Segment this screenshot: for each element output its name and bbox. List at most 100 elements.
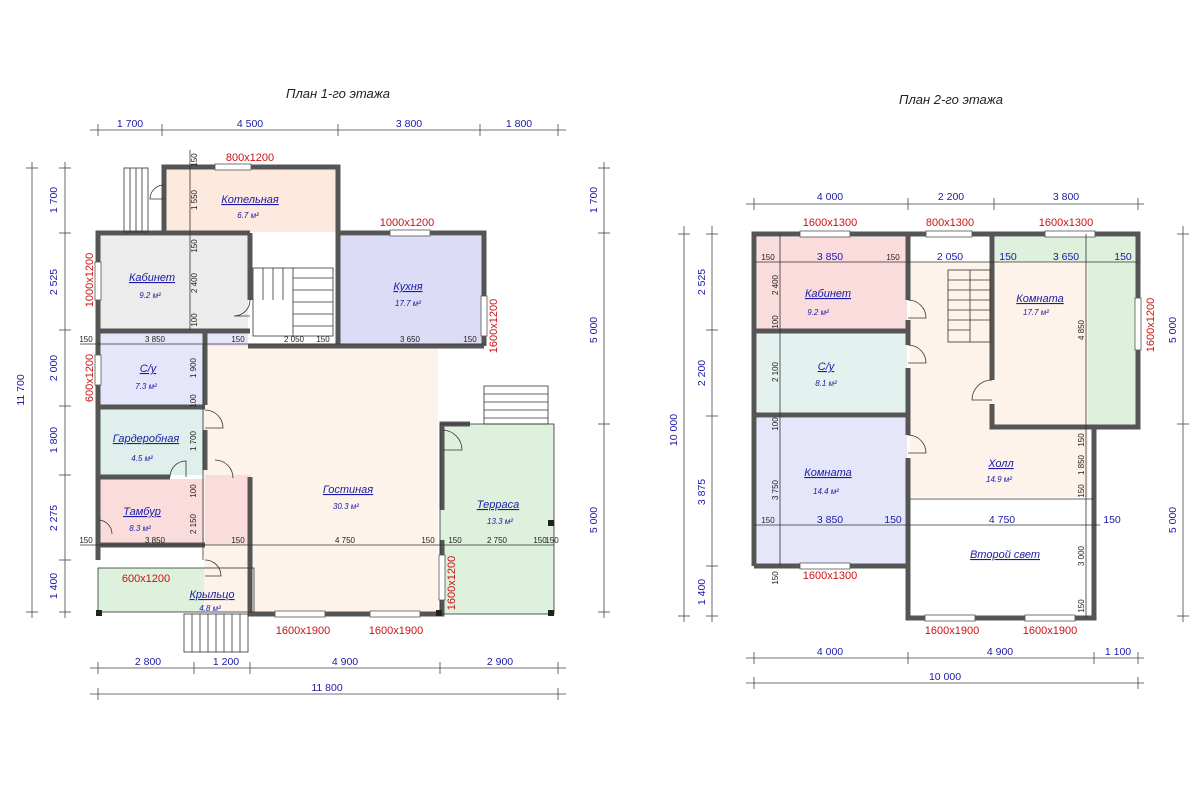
plan1-left-dim-3: 2 000 [48, 355, 60, 381]
plan2-bottom-dim-2: 4 900 [987, 646, 1013, 658]
plan1-right-dim-2: 5 000 [588, 317, 600, 343]
plan2-inner-dim-1: 150 [761, 253, 775, 262]
plan1-area-gostinaya: 30.3 м² [333, 502, 359, 511]
plan1-area-terrasa: 13.3 м² [487, 517, 513, 526]
plan1-inner-dim-19: 3 850 [145, 536, 166, 545]
plan2-inner-dim-16: 150 [884, 514, 902, 526]
plan2-inner-dim-6: 3 650 [1053, 251, 1079, 263]
plan2-inner-dim-8: 2 400 [771, 274, 780, 295]
plan2-inner-dim-5: 150 [999, 251, 1017, 263]
plan1-window-label-5: 600x1200 [84, 354, 96, 402]
plan1-bottom-dim-2: 1 200 [213, 656, 239, 668]
plan1-inner-dim-6: 3 850 [145, 335, 166, 344]
plan2-area-kabinet: 9.2 м² [807, 308, 829, 317]
plan2-area-komnata-2: 14.4 м² [813, 487, 839, 496]
plan1-inner-dim-21: 4 750 [335, 536, 356, 545]
plan2-room-kabinet: Кабинет [805, 288, 851, 300]
plan1-room-labels: Котельная 6.7 м² Кабинет 9.2 м² Кухня 17… [113, 194, 519, 613]
plan1-bottom-total: 11 800 [311, 682, 342, 694]
plan1-area-garderobnaya: 4.5 м² [131, 454, 153, 463]
plan2-inner-dim-18: 150 [1103, 514, 1121, 526]
plan2-bottom-dim-3: 1 100 [1105, 646, 1131, 658]
plan1-window-label-9: 1600x1900 [369, 625, 423, 637]
plan1-inner-dim-17: 2 150 [189, 513, 198, 534]
plan2-window-label-7: 1600x1900 [1023, 625, 1077, 637]
plan1-window-label-2: 1000x1200 [380, 217, 434, 229]
plan1-entry-stairs [123, 167, 549, 653]
plan2-inner-dim-19: 150 [1077, 433, 1086, 447]
plan2-right-dim-1: 5 000 [1167, 317, 1179, 343]
plan1-window-label-8: 1600x1900 [276, 625, 330, 637]
plan2-inner-dim-12: 4 850 [1077, 319, 1086, 340]
plan2-doors [907, 299, 993, 454]
plan2-left-dim-3: 3 875 [696, 479, 708, 505]
plan2-inner-dimensions: 150 3 850 150 2 050 150 3 650 150 2 400 … [754, 234, 1138, 618]
plan1-window-label-6: 600x1200 [122, 573, 170, 585]
plan1-right-dimension: 1 700 5 000 5 000 [588, 162, 610, 618]
plan2-inner-dim-24: 150 [771, 571, 780, 585]
plan1-window-label-3: 1000x1200 [84, 253, 96, 307]
plan1-area-tambur: 8.3 м² [129, 524, 151, 533]
plan2-window-label-1: 1600x1300 [803, 217, 857, 229]
plan1-room-kabinet: Кабинет [129, 272, 175, 284]
plan1-room-garderobnaya: Гардеробная [113, 433, 180, 445]
plan1-inner-dim-18: 150 [79, 536, 93, 545]
plan2-left-dimension: 2 525 2 200 3 875 1 400 10 000 [668, 226, 718, 622]
plan2-inner-dim-7: 150 [1114, 251, 1132, 263]
plan1-inner-dim-26: 150 [545, 536, 559, 545]
plan2-window-label-3: 1600x1300 [1039, 217, 1093, 229]
plan2-top-dim-2: 2 200 [938, 191, 964, 203]
plan2-inner-dim-11: 100 [771, 417, 780, 431]
plan1-inner-dim-11: 3 650 [400, 335, 421, 344]
plan1-inner-dim-24: 150 [533, 536, 547, 545]
plan2-room-vtoroy-svet: Второй свет [970, 549, 1040, 561]
plan2-inner-dim-21: 150 [1077, 484, 1086, 498]
plan1-left-dimension: 1 700 2 525 2 000 1 800 2 275 1 400 11 7… [15, 162, 71, 618]
plan2-inner-dim-13: 3 750 [771, 479, 780, 500]
plan1-left-total: 11 700 [15, 374, 27, 405]
plan1-inner-dim-5: 100 [190, 313, 199, 327]
plan2-bottom-dimension: 4 000 4 900 1 100 10 000 [746, 646, 1144, 689]
plan2-top-dimension: 4 000 2 200 3 800 [746, 191, 1144, 210]
plan2-left-dim-2: 2 200 [696, 360, 708, 386]
plan1-window-label-1: 800x1200 [226, 152, 274, 164]
plan1-inner-dim-20: 150 [231, 536, 245, 545]
plan1-inner-dim-1: 150 [190, 153, 199, 167]
plan2-inner-dim-17: 4 750 [989, 514, 1015, 526]
plan1-inner-dim-25: 150 [448, 536, 462, 545]
plan1-inner-dim-12: 150 [463, 335, 477, 344]
plan1-inner-dim-4: 2 400 [190, 272, 199, 293]
plan1-area-kabinet: 9.2 м² [139, 291, 161, 300]
plan1-top-dim-2: 4 500 [237, 118, 263, 130]
plan2-window-label-4: 1600x1200 [1145, 298, 1157, 352]
plan1-doors [97, 184, 463, 577]
plan1-top-dim-1: 1 700 [117, 118, 143, 130]
plan1-inner-dim-22: 150 [421, 536, 435, 545]
plan2-inner-dim-2: 3 850 [817, 251, 843, 263]
plan1-area-su: 7.3 м² [135, 382, 157, 391]
plan1-staircase [252, 267, 334, 337]
plan2-area-komnata-1: 17.7 м² [1023, 308, 1049, 317]
plan1-bottom-dimension: 2 800 1 200 4 900 2 900 11 800 [90, 656, 566, 700]
plan2-top-dim-3: 3 800 [1053, 191, 1079, 203]
plan1-room-kukhnya: Кухня [393, 281, 422, 293]
plan1-left-dim-5: 2 275 [48, 505, 60, 531]
plan1-left-dim-2: 2 525 [48, 269, 60, 295]
plan2-left-dim-4: 1 400 [696, 579, 708, 605]
plan1-inner-dim-10: 150 [316, 335, 330, 344]
plan1-inner-dim-3: 150 [190, 239, 199, 253]
plan2-window-label-5: 1600x1300 [803, 570, 857, 582]
plan2-inner-dim-20: 1 850 [1077, 454, 1086, 475]
plan2-room-holl: Холл [987, 458, 1013, 470]
plan1-room-krylco: Крыльцо [189, 589, 234, 601]
plan2-room-komnata-2: Комната [804, 467, 851, 479]
plan2-bottom-total: 10 000 [929, 671, 961, 683]
plan1-bottom-dim-3: 4 900 [332, 656, 358, 668]
plan1-inner-dim-8: 150 [231, 335, 245, 344]
plan2-bottom-dim-1: 4 000 [817, 646, 843, 658]
plan2-window-marks [799, 230, 1142, 622]
plan2-left-total: 10 000 [668, 414, 680, 446]
plan2-room-komnata-1: Комната [1016, 293, 1063, 305]
plan1-window-label-4: 1600x1200 [488, 299, 500, 353]
